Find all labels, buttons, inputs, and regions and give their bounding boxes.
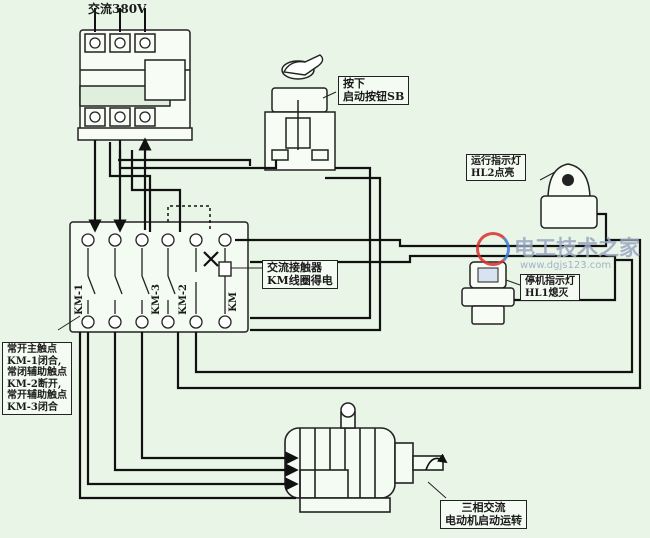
start-button-label-line1: 按下 [343, 77, 365, 90]
motor-label: 三相交流 电动机启动运转 [440, 500, 527, 530]
contactor-coil-label: 交流接触器 KM线圈得电 [262, 260, 338, 290]
run-lamp-light-icon [562, 174, 574, 186]
run-indicator-lamp-hl2 [540, 163, 598, 229]
contact-switches [87, 248, 226, 314]
contacts-note: 常开主触点 KM-1闭合, 常闭辅助触点 KM-2断开, 常开辅助触点 KM-3… [2, 342, 72, 415]
circuit-breaker [77, 29, 193, 141]
breaker-screws [89, 37, 151, 123]
three-phase-motor[interactable] [284, 411, 444, 513]
stop-lamp-label-line2: HL1熄灭 [525, 287, 569, 299]
watermark-brand: 电工技术之家 [514, 236, 640, 260]
stop-lamp-label-line1: 停机指示灯 [525, 276, 575, 287]
finger-icon [282, 54, 324, 76]
terminal-label-km2: KM-2 [178, 284, 189, 315]
motor-label-line1: 三相交流 [461, 501, 506, 514]
contacts-note-line: KM-2断开, [7, 378, 62, 390]
stop-lamp-label: 停机指示灯 HL1熄灭 [520, 274, 580, 301]
contacts-note-line: KM-1闭合, [7, 355, 62, 367]
circuit-wires [78, 137, 642, 500]
open-contact-marker [203, 251, 219, 267]
start-button-sb[interactable] [264, 60, 336, 171]
contacts-note-line: 常开主触点 [7, 344, 57, 355]
stop-lamp-light-icon [477, 267, 499, 283]
rotation-arrow-icon [425, 453, 448, 471]
start-button-label: 按下 启动按钮SB [338, 76, 410, 106]
start-button-label-line2: 启动按钮SB [343, 89, 405, 103]
contactor-coil [218, 261, 232, 277]
contactor-coil-label-line1: 交流接触器 [267, 261, 322, 274]
contacts-note-line: KM-3闭合 [7, 401, 58, 413]
supply-wires [94, 8, 146, 32]
control-dashed-wire [167, 205, 211, 232]
motor-label-line2: 电动机启动运转 [445, 513, 522, 527]
watermark-logo-icon [476, 232, 510, 266]
terminal-label-km: KM [228, 292, 239, 312]
lifting-eye-icon [340, 402, 356, 418]
leader-lines [57, 91, 556, 499]
watermark-url: www.dgjs123.com [520, 260, 612, 271]
run-lamp-label-line1: 运行指示灯 [471, 156, 521, 167]
contacts-note-line: 常闭辅助触点 [7, 367, 67, 378]
contactor-coil-label-line2: KM线圈得电 [267, 273, 333, 287]
contactor-bottom-screws [81, 315, 232, 329]
run-lamp-label: 运行指示灯 HL2点亮 [466, 154, 526, 181]
run-lamp-label-line2: HL2点亮 [471, 167, 515, 179]
terminal-label-km1: KM-1 [74, 284, 85, 315]
contactor-top-screws [81, 233, 232, 247]
terminal-label-km3: KM-3 [151, 284, 162, 315]
supply-label: 交流380V [88, 2, 147, 16]
contacts-note-line: 常开辅助触点 [7, 390, 67, 401]
